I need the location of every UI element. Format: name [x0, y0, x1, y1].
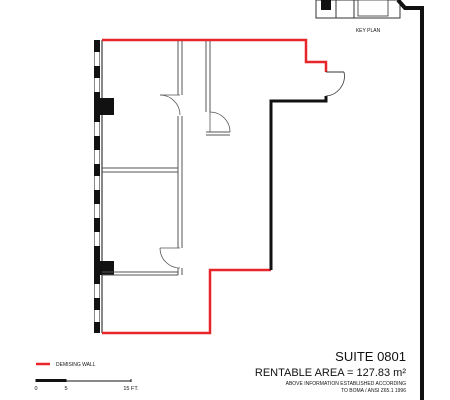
exterior-wall: [396, 0, 424, 400]
key-plan: KEY PLAN: [315, 0, 401, 34]
boma-note-line-1: ABOVE INFORMATION ESTABLISHED ACCORDING: [286, 381, 406, 387]
curtain-wall: [94, 40, 114, 333]
office-doors: [159, 94, 231, 269]
key-plan-label: KEY PLAN: [356, 28, 381, 34]
rentable-area: RENTABLE AREA = 127.83 m²: [255, 367, 406, 379]
demising-wall-label: DEMISING WALL: [56, 362, 96, 368]
interior-partitions: [102, 41, 230, 276]
boma-note-line-2: TO BOMA / ANSI Z65.1 1996: [341, 388, 406, 394]
scale-tick-0: 0: [34, 386, 37, 392]
suite-title: SUITE 0801: [335, 349, 406, 364]
legend: DEMISING WALL: [36, 362, 96, 368]
column: [94, 98, 114, 115]
suite-info: SUITE 0801 RENTABLE AREA = 127.83 m² ABO…: [255, 349, 406, 394]
scale-tick-15: 15 FT.: [123, 386, 139, 392]
corridor-wall: [269, 96, 328, 270]
column: [94, 261, 114, 275]
demising-wall: [102, 38, 328, 72]
scale-tick-5: 5: [64, 386, 67, 392]
entry-door: [325, 71, 345, 97]
demising-wall-lower: [102, 268, 271, 335]
scale-bar: 0 5 15 FT.: [34, 379, 139, 392]
